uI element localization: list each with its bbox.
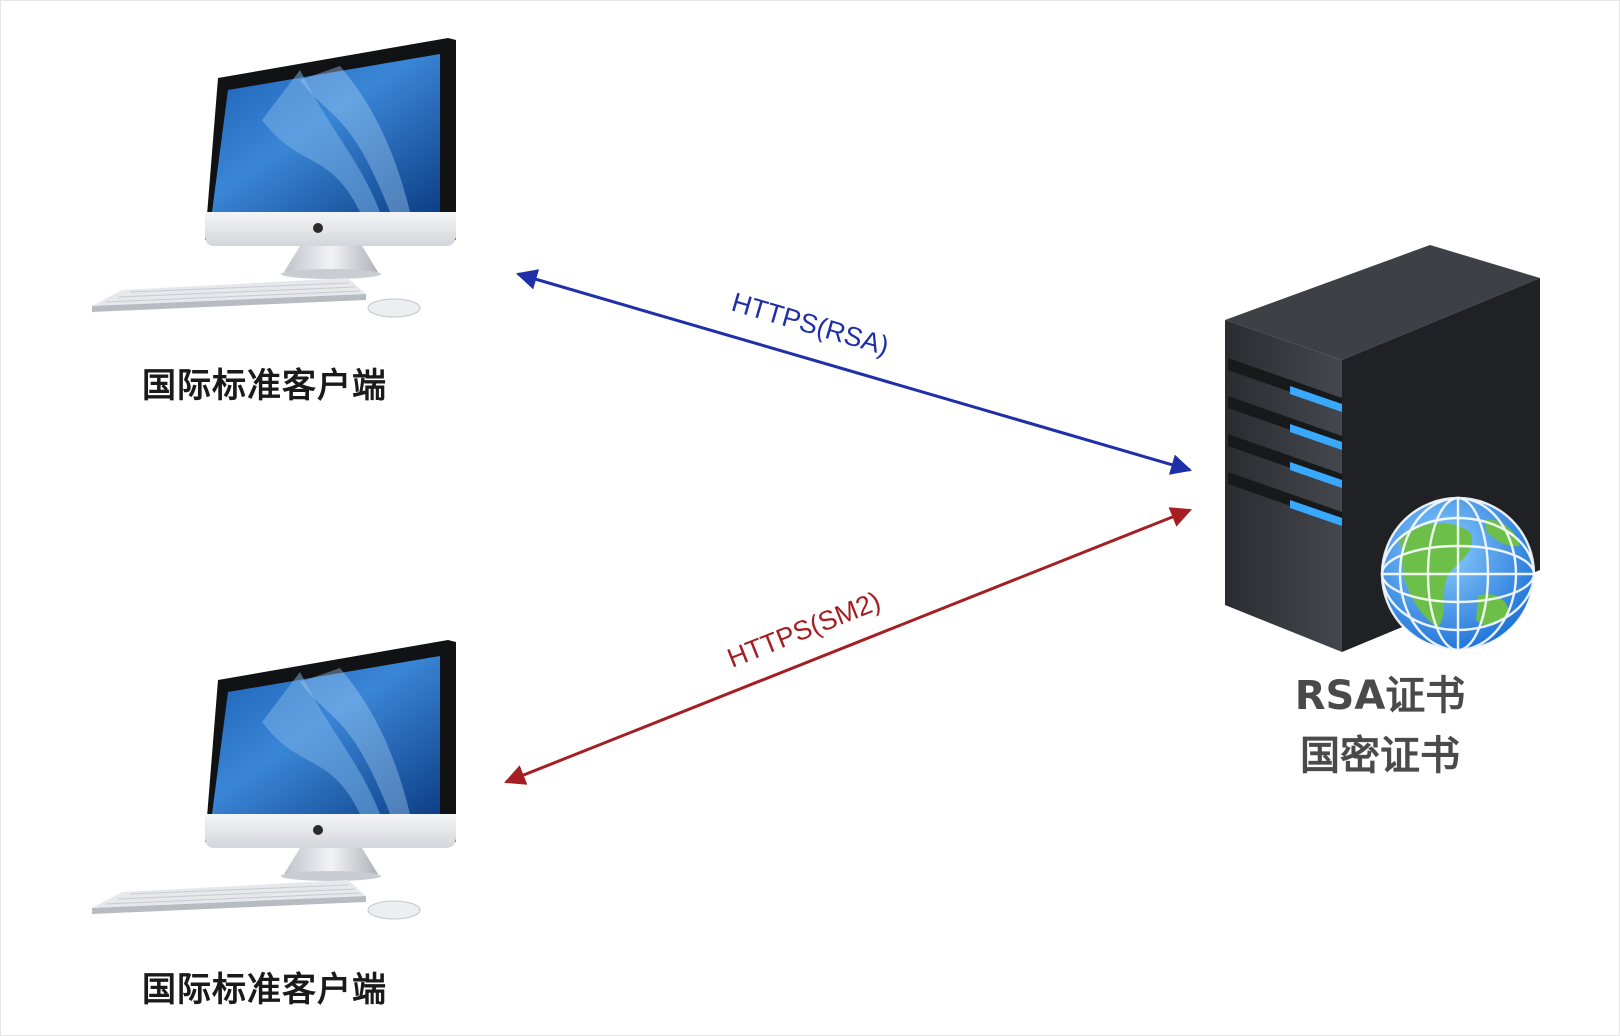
client-computer-icon-top	[92, 38, 456, 318]
client-label-top: 国际标准客户端	[142, 366, 387, 406]
connection-rsa-arrow	[515, 269, 1193, 475]
server-label-group: RSA证书 国密证书	[1270, 666, 1490, 786]
server-label-rsa-cert: RSA证书	[1294, 673, 1466, 719]
client-computer-icon-bottom	[92, 640, 456, 920]
server-tower-icon	[1225, 245, 1540, 652]
connection-sm2-arrow	[504, 507, 1192, 785]
globe-icon	[1380, 496, 1536, 652]
server-label-sm-cert: 国密证书	[1300, 733, 1460, 779]
connection-rsa-label: HTTPS(RSA)	[728, 287, 892, 361]
client-label-bottom: 国际标准客户端	[142, 970, 387, 1010]
server-drive-bays	[1228, 358, 1342, 526]
connection-sm2-label: HTTPS(SM2)	[723, 586, 885, 674]
